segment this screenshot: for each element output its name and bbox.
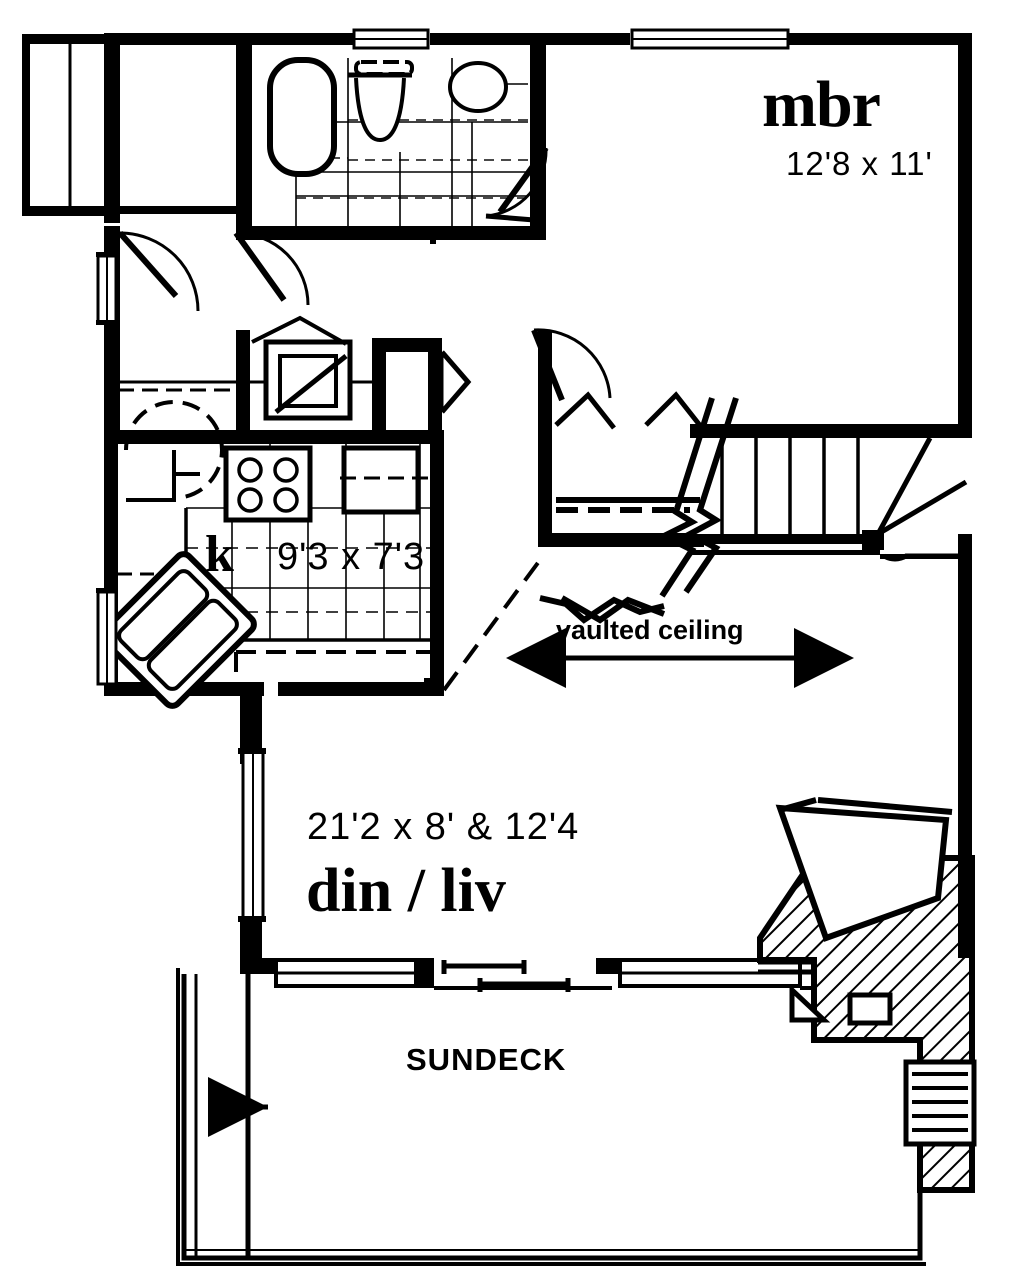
window-dinliv-left — [238, 748, 266, 922]
room-dimensions-kitchen: 9'3 x 7'3 — [277, 536, 426, 578]
bathtub-fixture — [267, 57, 337, 177]
sliding-door-left — [274, 958, 418, 988]
room-dimensions-mbr: 12'8 x 11' — [786, 145, 933, 182]
window-bath-top — [352, 28, 430, 50]
fireplace-masonry — [757, 797, 977, 1193]
hearth-angled-box — [775, 804, 950, 942]
upper-left-balcony — [22, 34, 242, 216]
annotation-vaulted-ceiling: vaulted ceiling — [556, 615, 744, 645]
staircase — [690, 436, 972, 562]
louver-vent — [903, 1059, 977, 1147]
corner-cabinet — [124, 400, 224, 502]
lavatory-sink-fixture — [448, 61, 508, 113]
room-label-sundeck: SUNDECK — [406, 1042, 567, 1077]
break-line-arrows — [556, 497, 700, 624]
hall-door-swing-2 — [531, 328, 612, 402]
kitchen-sink-fixture — [99, 551, 257, 709]
room-label-mbr: mbr — [762, 68, 881, 141]
room-dimensions-din-liv: 21'2 x 8' & 12'4 — [307, 806, 580, 848]
window-kitchen-left — [96, 588, 118, 686]
entry-door-swing — [117, 231, 200, 312]
room-label-kitchen: k — [205, 526, 234, 583]
refrigerator-fixture — [341, 445, 421, 515]
kitchen — [96, 400, 444, 709]
toilet-fixture — [348, 60, 414, 143]
window-mbr-top — [630, 28, 790, 50]
break-line — [539, 397, 739, 624]
hall-door-swing — [233, 231, 310, 306]
open-area-dashed-line — [424, 558, 542, 694]
closet-door-swing-right — [440, 350, 472, 414]
window-entry-left — [96, 252, 118, 325]
bathroom — [267, 28, 549, 244]
cooktop-range-fixture — [223, 445, 313, 523]
bath-door-swing — [485, 146, 549, 223]
utility-closet — [118, 315, 372, 421]
ceiling-peak-marks — [554, 391, 704, 430]
room-label-din-liv: din / liv — [306, 857, 506, 925]
